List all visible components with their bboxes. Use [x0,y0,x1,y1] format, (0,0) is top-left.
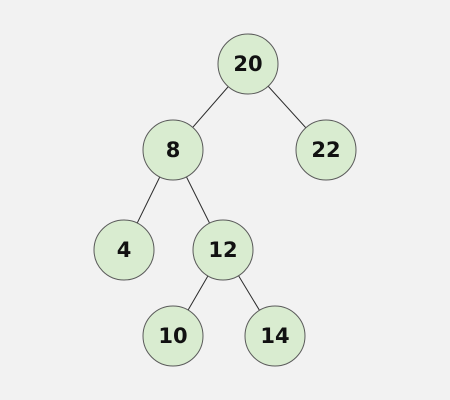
tree-node-circle [142,305,204,367]
tree-node-circle [244,305,306,367]
tree-edges [123,63,327,337]
tree-node-14: 14 [244,305,306,367]
tree-node-20: 20 [217,33,279,95]
tree-node-label: 20 [233,52,262,76]
tree-node-circle [192,219,254,281]
tree-node-circle [295,119,357,181]
tree-node-label: 4 [117,238,132,262]
tree-node-4: 4 [93,219,155,281]
tree-node-circle [93,219,155,281]
tree-node-22: 22 [295,119,357,181]
tree-node-label: 12 [208,238,237,262]
tree-node-10: 10 [142,305,204,367]
tree-node-8: 8 [142,119,204,181]
tree-node-label: 10 [158,324,187,348]
tree-node-circle [142,119,204,181]
tree-node-12: 12 [192,219,254,281]
tree-node-label: 22 [311,138,340,162]
tree-nodes: 20 8 22 4 12 10 14 [93,33,357,367]
tree-node-circle [217,33,279,95]
tree-node-label: 14 [260,324,289,348]
tree-node-label: 8 [166,138,181,162]
